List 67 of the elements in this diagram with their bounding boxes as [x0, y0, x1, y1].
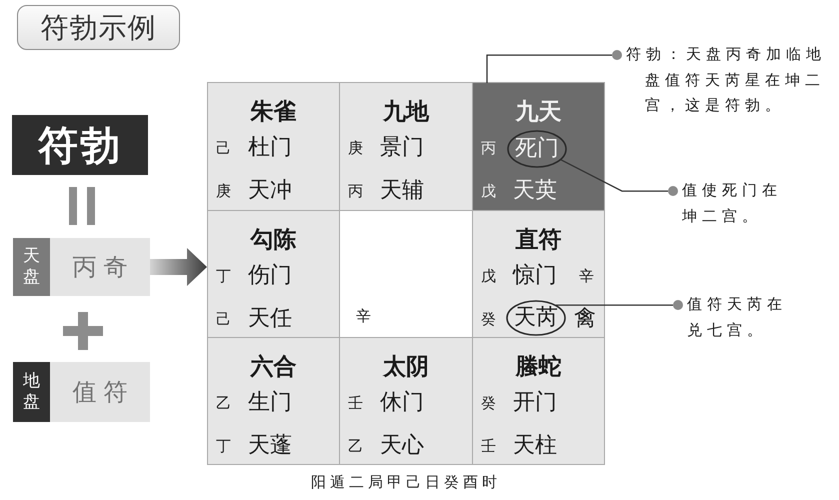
stem-label: 乙 — [348, 436, 363, 456]
term-label: 景门 — [380, 135, 424, 161]
stem-label: 庚 — [216, 181, 231, 201]
cell-heading: 太阴 — [383, 353, 429, 382]
term-label: 杜门 — [248, 135, 292, 161]
caption: 阳遁二局甲己日癸酉时 — [311, 472, 501, 492]
term-label: 生门 — [248, 390, 292, 416]
term-label: 惊门 — [513, 263, 557, 289]
term-label: 禽 — [574, 306, 596, 332]
cell-heading: 朱雀 — [250, 98, 296, 127]
cell-heading: 九天 — [516, 98, 562, 127]
cell-heading: 六合 — [250, 353, 296, 382]
term-box: 符勃 — [12, 115, 148, 175]
term-label: 天柱 — [513, 433, 557, 459]
term-label: 天心 — [380, 433, 424, 459]
stem-label: 壬 — [481, 436, 496, 456]
block-arrow — [150, 248, 207, 286]
palace-cell — [473, 211, 604, 337]
leader-line — [554, 304, 673, 306]
term-band: 丙奇 — [50, 238, 150, 296]
palace-cell — [208, 211, 339, 337]
leader-line — [486, 54, 612, 83]
term-band: 值符 — [50, 362, 150, 422]
plate-tab: 地盘 — [13, 362, 50, 422]
circled-term: 死门 — [507, 130, 567, 168]
callout-text: 值符天芮在兑七宫。 — [687, 295, 787, 339]
stem-label: 辛 — [579, 266, 594, 286]
stem-label: 乙 — [216, 393, 231, 413]
stem-label: 丙 — [481, 138, 496, 158]
callout-text: 值使死门在坤二宫。 — [682, 181, 782, 225]
callout-text: 符勃：天盘丙奇加临地盘值符天芮星在坤二宫，这是符勃。 — [626, 45, 826, 114]
cell-heading: 螣蛇 — [516, 353, 562, 382]
cell-heading: 直符 — [516, 226, 562, 255]
palace-cell — [473, 338, 604, 464]
term-label: 天任 — [248, 306, 292, 332]
stem-label: 戊 — [481, 181, 496, 201]
cell-heading: 勾陈 — [250, 226, 296, 255]
stem-label: 壬 — [348, 393, 363, 413]
term-label: 天英 — [513, 178, 557, 204]
term-label: 伤门 — [248, 263, 292, 289]
stem-label: 辛 — [356, 306, 371, 326]
circled-term: 天芮 — [506, 300, 566, 336]
cell-heading: 九地 — [383, 98, 429, 127]
term-label: 开门 — [513, 390, 557, 416]
stem-label: 癸 — [481, 309, 496, 329]
palace-cell — [208, 338, 339, 464]
term-label: 天辅 — [380, 178, 424, 204]
palace-cell — [208, 83, 339, 210]
stem-label: 己 — [216, 138, 231, 158]
palace-cell — [340, 83, 472, 210]
stem-label: 丁 — [216, 436, 231, 456]
stem-label: 丁 — [216, 266, 231, 286]
stem-label: 己 — [216, 309, 231, 329]
stem-label: 癸 — [481, 393, 496, 413]
plate-tab: 天盘 — [13, 238, 50, 296]
stem-label: 戊 — [481, 266, 496, 286]
term-label: 天蓬 — [248, 433, 292, 459]
title-box: 符勃示例 — [17, 5, 180, 50]
leader-line — [560, 159, 668, 192]
palace-cell — [340, 338, 472, 464]
term-label: 休门 — [380, 390, 424, 416]
palace-grid — [207, 82, 605, 465]
term-label: 天冲 — [248, 178, 292, 204]
palace-cell — [340, 211, 472, 337]
stem-label: 庚 — [348, 138, 363, 158]
stem-label: 丙 — [348, 181, 363, 201]
palace-cell — [473, 83, 604, 210]
